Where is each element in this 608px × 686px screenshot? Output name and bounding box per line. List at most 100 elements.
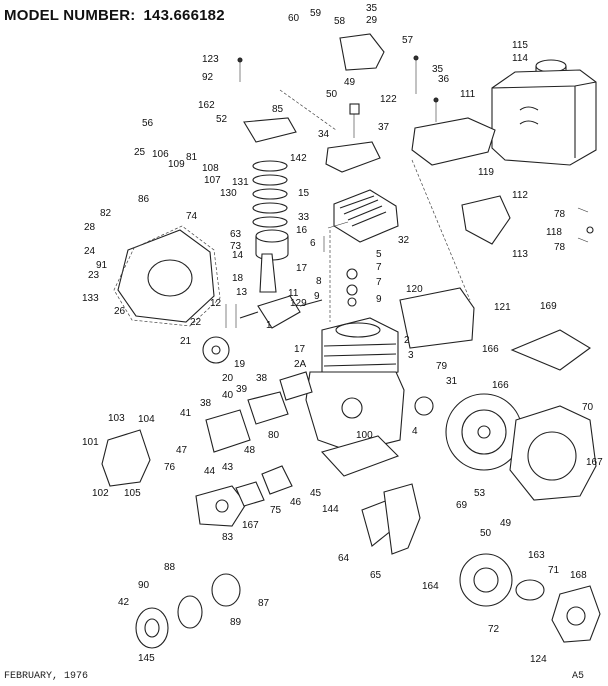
magneto-coil [414,396,434,416]
callout: 46 [290,497,302,508]
callout: 129 [290,298,307,309]
plate-121 [399,287,475,349]
callout: 133 [82,293,99,304]
callout: 81 [186,152,198,163]
callout: 104 [138,414,155,425]
callout: 118 [546,227,562,238]
callout: 57 [402,35,414,46]
timing-gear [202,336,230,364]
footer-date: FEBRUARY, 1976 [4,671,89,682]
callout: 38 [256,373,268,384]
callout: 50 [326,89,338,100]
callout: 105 [124,488,141,499]
blower-housing [509,405,597,501]
fuel-tank [491,69,597,166]
callout: 44 [204,466,216,477]
callout: 64 [338,553,350,564]
callout: 56 [142,118,154,129]
callout: 49 [500,518,512,529]
callout: 29 [366,15,378,26]
callout: 74 [186,211,198,222]
callout: 167 [242,520,259,531]
plate-85 [243,117,297,143]
callout: 25 [134,147,146,158]
callout: 28 [84,222,96,233]
callout: 164 [422,581,439,592]
model-number-value: 143.666182 [143,7,225,24]
muffler-shell-89 [177,595,203,629]
callout: 119 [478,167,494,178]
callout: 40 [222,390,234,401]
callout: 17 [296,263,308,274]
callout: 15 [298,188,310,199]
callout: 145 [138,653,155,664]
callout: 9 [376,294,382,305]
callout: 63 [230,229,242,240]
callout: 17 [294,344,306,355]
callout: 102 [92,488,109,499]
footer-page: A5 [572,671,585,682]
carburetor [195,485,247,527]
callout: 33 [298,212,310,223]
callout: 11 [288,288,299,299]
callout: 53 [474,488,486,499]
callout: 23 [88,270,100,281]
callout: 59 [310,8,322,19]
callout: 48 [244,445,256,456]
callout: 101 [82,437,99,448]
callout: 73 [230,241,242,252]
callout: 103 [108,413,125,424]
callout: 49 [344,77,356,88]
pulley [515,579,545,601]
gasket-38 [279,371,313,401]
callout: 167 [586,457,603,468]
callout: 166 [482,344,499,355]
callout: 65 [370,570,382,581]
callout: 1 [266,320,272,331]
rewind-housing [459,553,513,607]
callout: 50 [480,528,492,539]
callout: 113 [512,249,528,260]
callout: 100 [356,430,373,441]
flywheel [445,393,523,471]
callout: 58 [334,16,346,27]
callout: 83 [222,532,234,543]
callout: 112 [512,190,528,201]
callout: 120 [406,284,423,295]
callout: 41 [180,408,192,419]
callout: 131 [232,177,249,188]
callout: 9 [314,291,320,302]
callout: 43 [222,462,234,473]
callout: 69 [456,500,468,511]
callout: 13 [236,287,248,298]
callout: 106 [152,149,169,160]
crankcase-cover [113,225,221,327]
callout: 89 [230,617,242,628]
air-cleaner [101,429,151,487]
callout: 2A [294,359,307,370]
callout: 38 [200,398,212,409]
callout: 82 [100,208,112,219]
callout: 76 [164,462,176,473]
callout: 78 [554,209,566,220]
callout: 144 [322,504,339,515]
callout: 86 [138,194,150,205]
piston-rings [252,160,288,228]
part-drawings [101,33,601,649]
muffler-cap-87 [211,573,241,607]
callout: 6 [310,238,316,249]
callout: 3 [408,350,414,361]
callout: 19 [234,359,246,370]
control-bracket-57 [339,33,385,71]
callout: 7 [376,277,382,288]
callout: 111 [460,89,476,100]
base-plate [320,435,399,477]
callout: 169 [540,301,557,312]
shroud-65 [383,483,421,555]
callout: 34 [318,129,330,140]
crankshaft [239,295,323,329]
callout: 72 [488,624,500,635]
decal-169 [510,329,591,371]
callout: 166 [492,380,509,391]
callout: 22 [190,317,202,328]
